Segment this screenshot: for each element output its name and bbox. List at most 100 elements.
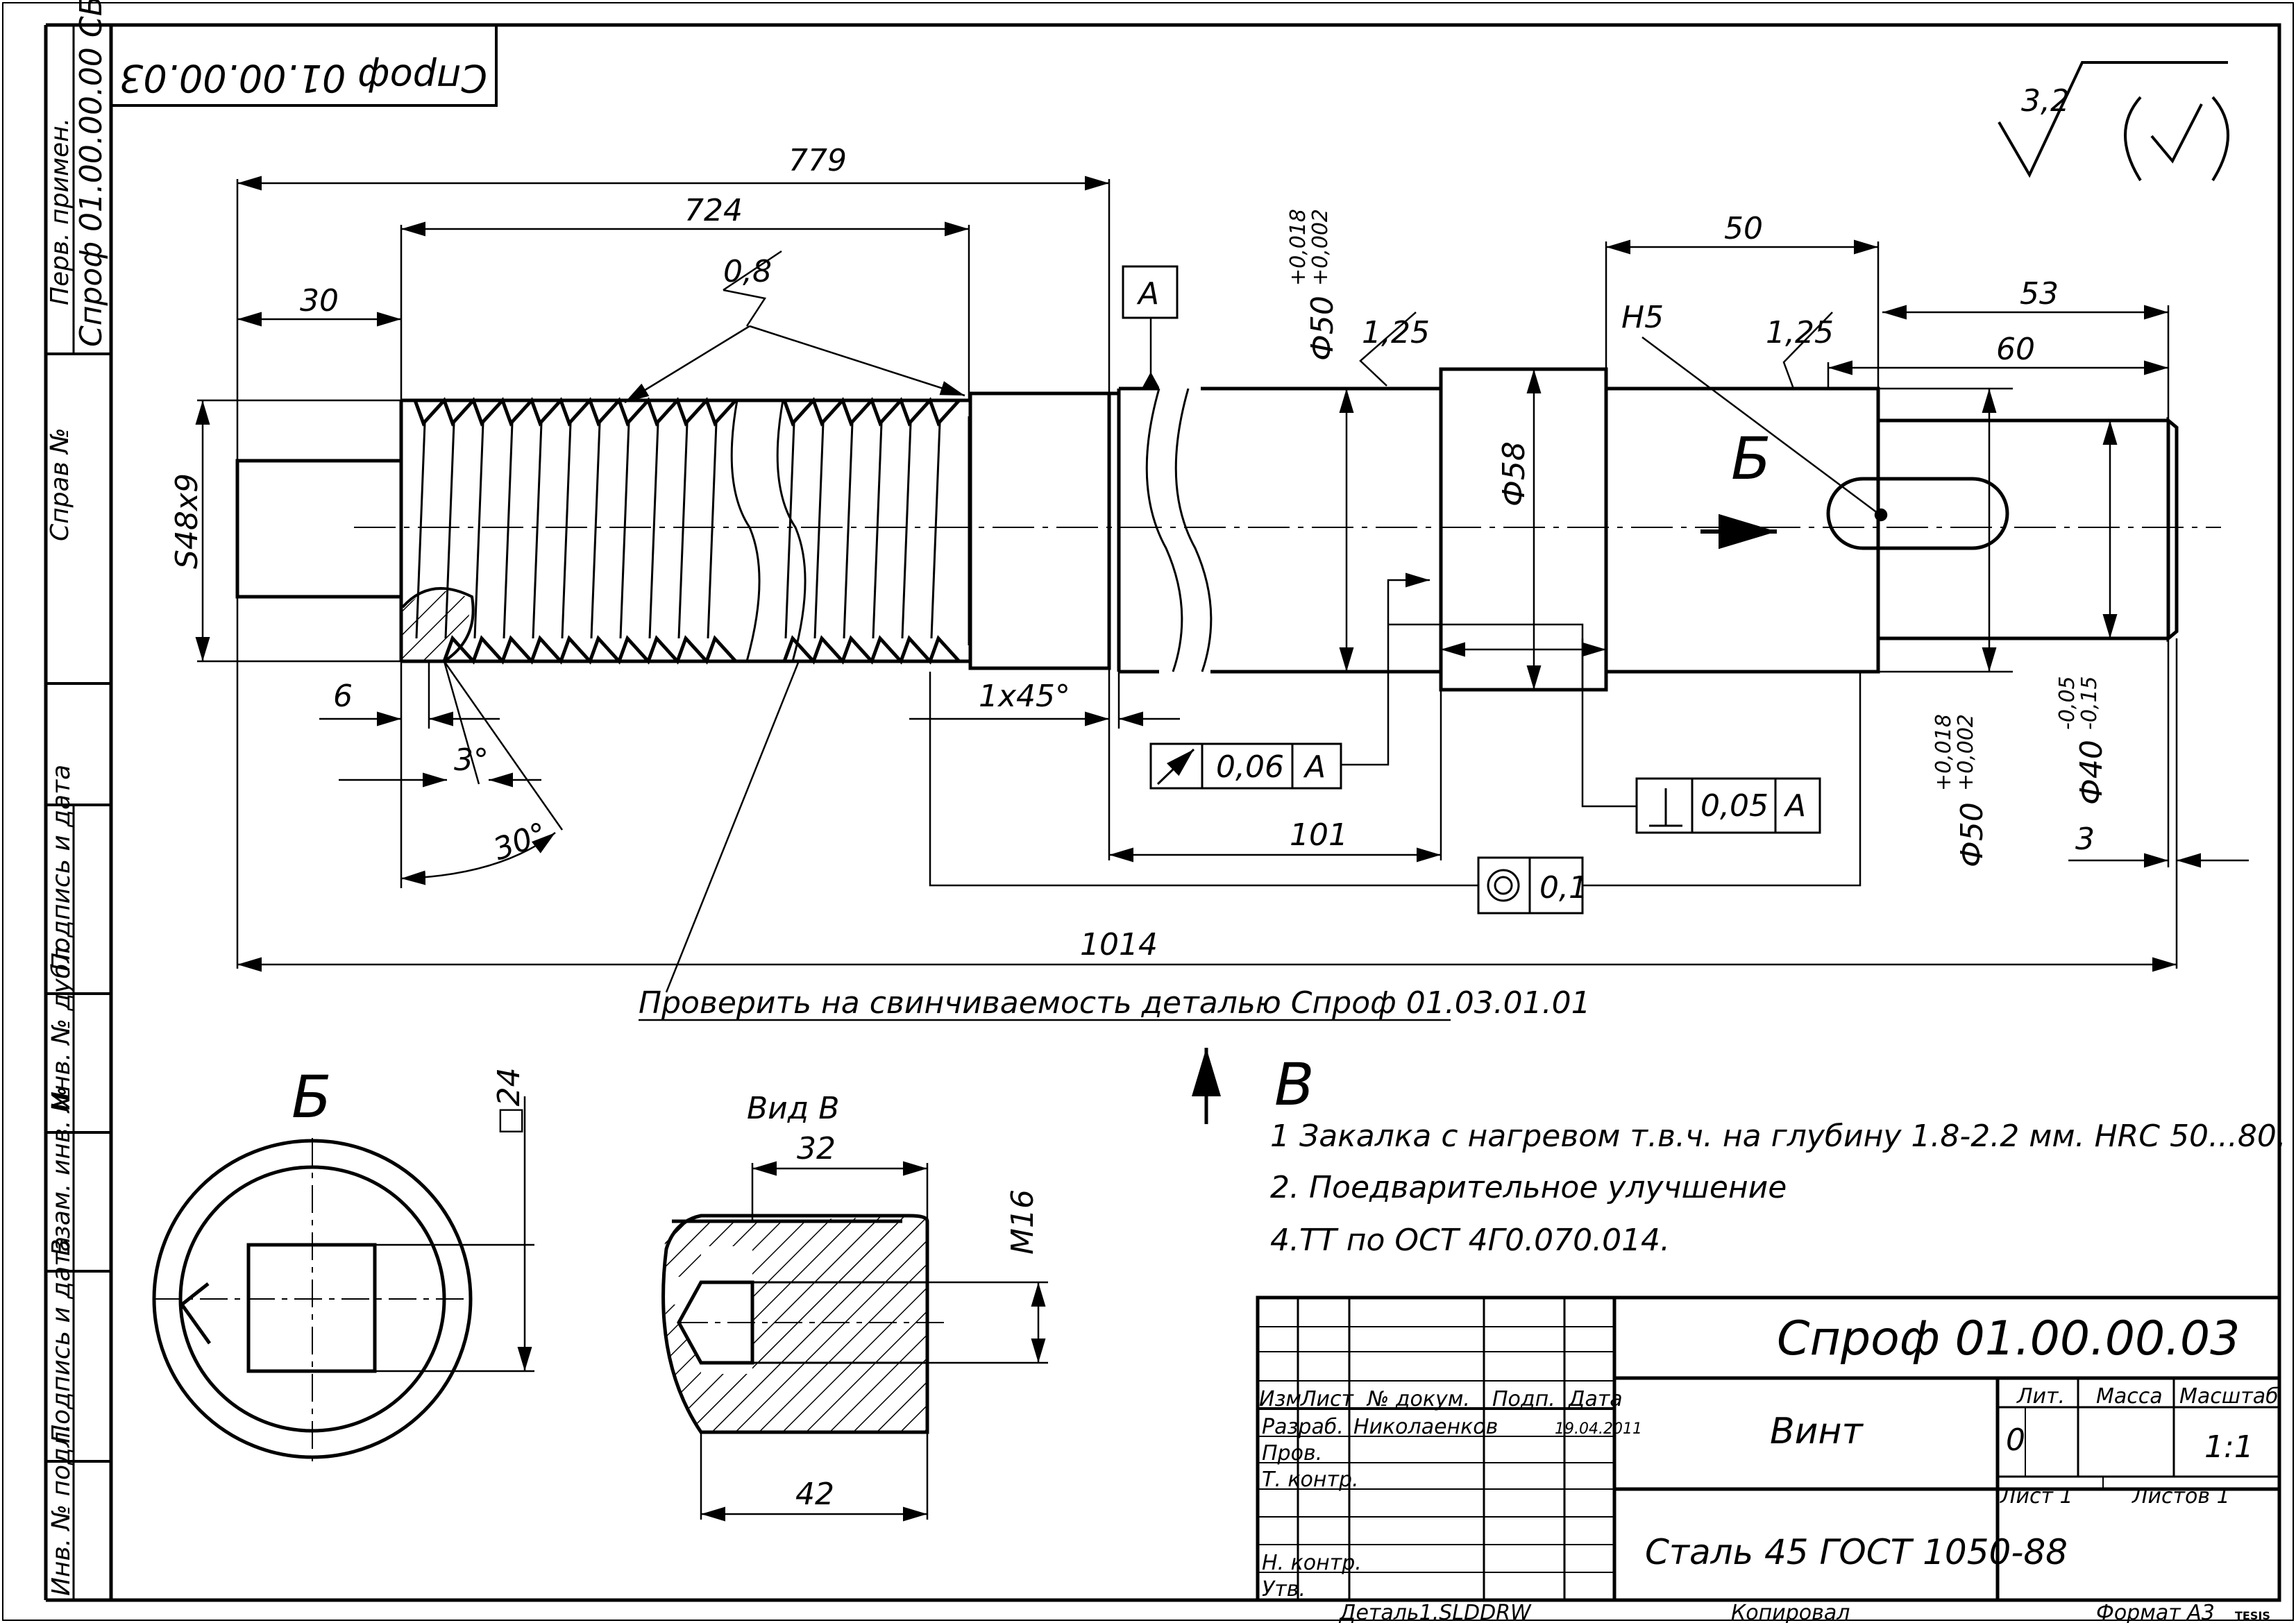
dimension-lines	[195, 176, 2249, 1124]
dim-3deg: 3°	[454, 742, 489, 778]
side-label-replace-inv: Взам. инв. №	[47, 1087, 76, 1256]
footer-format: Формат А3	[2096, 1601, 2215, 1623]
dim-30: 30	[300, 283, 339, 318]
side-label-signature-2: Подпись и дата	[47, 1237, 76, 1443]
row-t-kontr: Т. контр.	[1262, 1468, 1359, 1492]
footer-copied: Копировал	[1731, 1601, 1850, 1623]
dim-125b: 1,25	[1766, 315, 1834, 350]
side-label-signature-1: Подпись и дата	[47, 765, 76, 971]
developer-date: 19.04.2011	[1555, 1420, 1642, 1438]
tolerance-runout	[1149, 742, 1342, 790]
dim-square-24: □24	[491, 1067, 527, 1135]
dim-08: 0,8	[723, 254, 772, 289]
sheets-label: Листов 1	[2132, 1484, 2230, 1509]
note-3: 4.ТТ по ОСТ 4Г0.070.014.	[1270, 1223, 1670, 1258]
scale-value: 1:1	[2204, 1429, 2254, 1465]
row-utv: Утв.	[1262, 1577, 1306, 1601]
lit-label: Лит.	[2016, 1384, 2065, 1409]
datum-a-box	[1122, 265, 1179, 319]
dim-d40-tol-lower: -0,15	[2077, 676, 2102, 730]
view-b-marker: Б	[1731, 425, 1771, 493]
view-b-drawing	[152, 1138, 473, 1461]
dim-724: 724	[684, 193, 743, 228]
dim-60: 60	[1996, 332, 2035, 367]
dim-6: 6	[333, 679, 353, 714]
dim-d50b-tol-upper: +0,018	[1932, 714, 1956, 791]
col-sign: Подп.	[1492, 1387, 1555, 1411]
side-label-dup-inv: Инв. № дубл.	[47, 940, 76, 1110]
sprav-no-label: Справ №	[46, 427, 74, 541]
runout-value: 0,06	[1216, 749, 1284, 785]
title-designation: Спроф 01.00.00.03	[1777, 1311, 2240, 1366]
view-b-title: Б	[292, 1063, 332, 1131]
footer-file: Деталь1.SLDDRW	[1338, 1601, 1532, 1623]
developer-name: Николаенков	[1353, 1415, 1498, 1439]
roughness-value: 3,2	[2021, 83, 2070, 119]
dim-101: 101	[1290, 817, 1348, 853]
note-2: 2. Поедварительное улучшение	[1270, 1170, 1787, 1205]
col-date: Дата	[1567, 1387, 1623, 1411]
perp-value: 0,05	[1700, 788, 1769, 824]
note-1: 1 Закалка с нагревом т.в.ч. на глубину 1…	[1270, 1119, 2286, 1154]
shaft-main-view	[235, 367, 2179, 692]
dim-d50: Ф50	[1305, 296, 1340, 361]
vid-v-drawing	[661, 1214, 944, 1434]
left-margin-labels: Перв. примен. Спроф 01.00.00.00 СБ Справ…	[46, 0, 109, 1596]
dim-1014: 1014	[1080, 927, 1158, 962]
dim-d50b: Ф50	[1955, 802, 1990, 867]
dim-50: 50	[1724, 211, 1763, 246]
view-v-marker: В	[1274, 1051, 1315, 1119]
perp-datum: А	[1783, 788, 1806, 824]
title-block	[1256, 1295, 2281, 1602]
dim-d50-tol-lower: +0,002	[1308, 209, 1333, 286]
vid-v-hatch-upper	[664, 1221, 752, 1277]
col-izm: Изм	[1259, 1387, 1301, 1411]
dimension-texts: 779 724 30 0,8 S48x9 6 3° 30° 1x45° Ф50 …	[169, 143, 2109, 962]
check-note: Проверить на свинчиваемость деталью Спро…	[639, 985, 1591, 1021]
vid-v-dim-42: 42	[795, 1477, 834, 1512]
footer-logo: TESIS	[2235, 1609, 2270, 1622]
dim-3: 3	[2075, 822, 2095, 857]
view-b-dimension	[375, 1096, 534, 1373]
col-doc-no: № докум.	[1366, 1387, 1470, 1411]
perv-primen-value: Спроф 01.00.00.00 СБ	[74, 0, 109, 347]
lit-value: 0	[2006, 1422, 2025, 1458]
vid-v-dim-32: 32	[797, 1131, 836, 1166]
coax-value: 0,1	[1539, 870, 1588, 906]
roughness-symbol	[1998, 61, 2229, 182]
dim-d50b-tol-lower: +0,002	[1954, 714, 1978, 791]
dim-d40: Ф40	[2074, 740, 2109, 805]
perv-primen-label: Перв. примен.	[46, 118, 74, 305]
col-list: Лист	[1300, 1387, 1355, 1411]
vid-v-dim-m16: М16	[1005, 1189, 1040, 1255]
dim-d58: Ф58	[1496, 441, 1532, 507]
title-part-name: Винт	[1770, 1411, 1864, 1452]
dim-d50-tol-upper: +0,018	[1286, 209, 1310, 286]
row-razrab: Разраб.	[1262, 1415, 1344, 1439]
thread-section-hatch	[403, 590, 470, 661]
vid-v-hatch	[701, 1216, 927, 1432]
dim-d40-tol-upper: -0,05	[2055, 676, 2079, 730]
dim-h5: H5	[1621, 300, 1664, 335]
runout-datum: А	[1303, 749, 1326, 785]
sheet-label: Лист 1	[2000, 1484, 2073, 1509]
dim-125a: 1,25	[1362, 315, 1430, 350]
dim-s48x9: S48x9	[169, 473, 205, 569]
row-prov: Пров.	[1262, 1441, 1322, 1465]
vid-v-dimensions	[700, 1161, 1048, 1522]
vid-v-title: Вид В	[747, 1091, 839, 1126]
row-n-kontr: Н. контр.	[1262, 1551, 1362, 1575]
tolerance-perpendicularity	[1635, 777, 1821, 834]
dim-30deg: 30°	[489, 816, 552, 868]
dim-779: 779	[788, 143, 847, 178]
datum-a-label: А	[1136, 276, 1159, 312]
dim-1x45: 1x45°	[979, 679, 1070, 714]
drawing-number-rotated: Спроф 01.00.00.03	[119, 56, 487, 100]
side-label-orig-inv: Инв. № подл.	[47, 1424, 76, 1596]
tolerance-coaxiality	[1477, 856, 1584, 915]
dim-53: 53	[2020, 276, 2059, 312]
datum-triangle	[1142, 372, 1159, 387]
mass-label: Масса	[2096, 1384, 2163, 1409]
